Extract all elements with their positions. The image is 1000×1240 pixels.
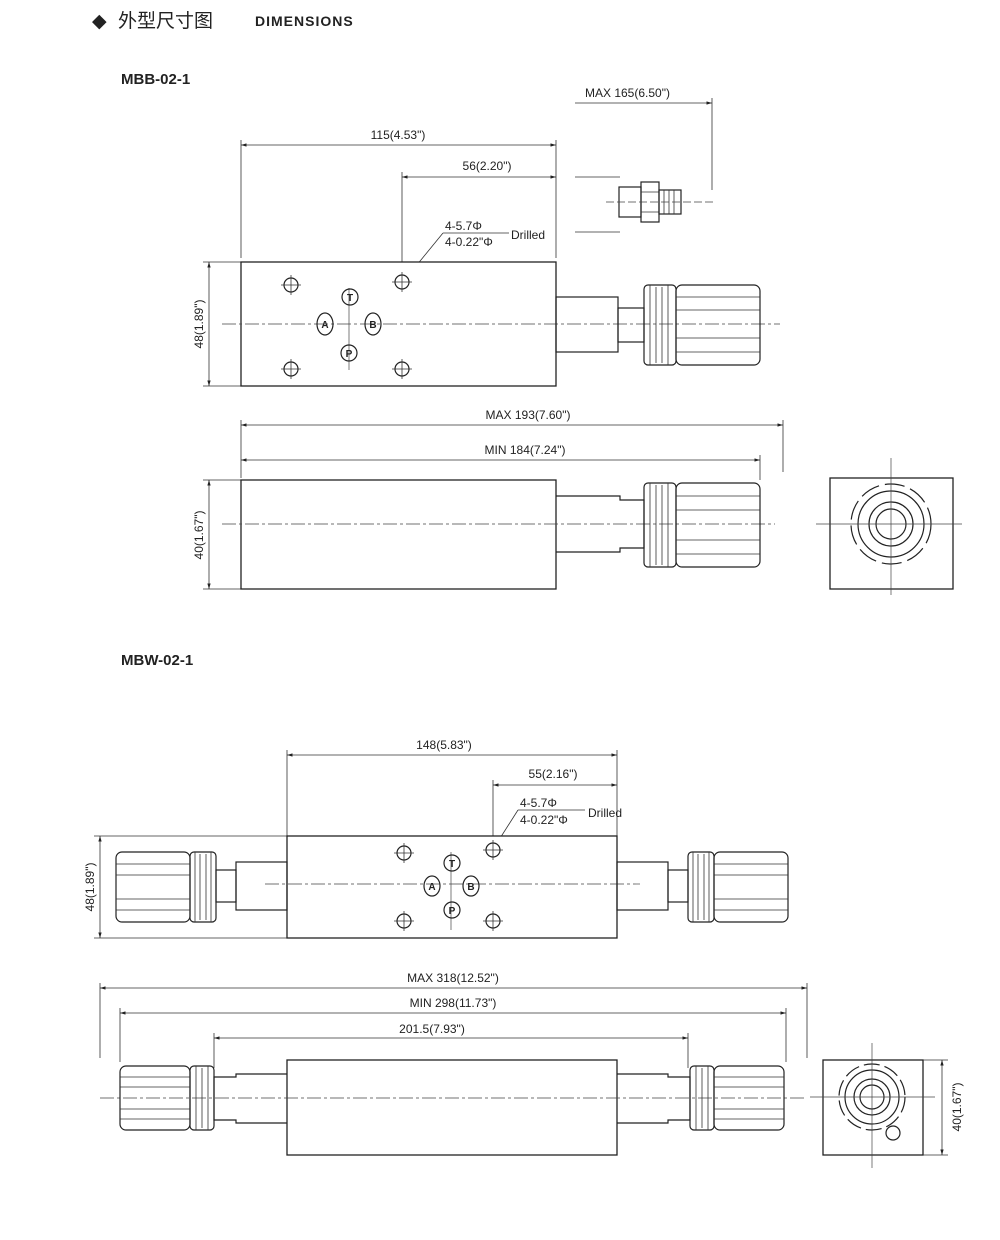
mbb-side-view-body — [240, 479, 557, 590]
mbw-dim-48: 48(1.89") — [83, 863, 97, 912]
mbw-port-b: B — [467, 882, 474, 893]
mbw-side-left-adjuster — [119, 1065, 287, 1131]
mbb-port-b: B — [369, 320, 376, 331]
mbw-dim-201-5: 201.5(7.93") — [399, 1022, 465, 1036]
mbb-end-view — [816, 458, 962, 595]
mbb-dim-max165: MAX 165(6.50") — [585, 86, 670, 100]
mbw-top-right-adjuster — [616, 851, 789, 923]
mbb-dim-48: 48(1.89") — [192, 300, 206, 349]
header: ◆ 外型尺寸图 DIMENSIONS — [92, 10, 354, 32]
mbw-dim-40: 40(1.67") — [950, 1083, 964, 1132]
mbw-top-left-adjuster — [115, 851, 288, 923]
mbb-hole-note-b: 4-0.22"Φ — [445, 235, 493, 249]
mbb-dim-max193: MAX 193(7.60") — [486, 408, 571, 422]
header-bullet: ◆ — [92, 11, 107, 32]
mbw-ports: T A B P — [423, 854, 480, 919]
header-title-en: DIMENSIONS — [255, 13, 354, 29]
mbb-dim-115: 115(4.53") — [371, 128, 426, 142]
mbb-hole-note-a: 4-5.7Φ — [445, 219, 482, 233]
mbb-model-label: MBB-02-1 — [121, 71, 190, 88]
mbw-hole-note-a: 4-5.7Φ — [520, 796, 557, 810]
mbw-section: MBW-02-1 148(5.83") 55(2.16") 4-5.7Φ 4-0… — [83, 652, 964, 1168]
mbw-dim-148: 148(5.83") — [416, 738, 472, 752]
mbb-top-adjuster — [555, 284, 761, 366]
mbw-top-view-body — [286, 835, 618, 939]
mbb-mounting-holes — [281, 272, 412, 379]
mbw-dim-max318: MAX 318(12.52") — [407, 971, 499, 985]
mbw-port-t: T — [449, 859, 455, 870]
mbb-side-adjuster — [556, 482, 761, 568]
mbb-adjuster-detail — [575, 176, 716, 233]
mbb-section: MBB-02-1 115(4.53") 56(2.20") MAX 165(6.… — [121, 71, 962, 595]
mbw-port-a: A — [428, 882, 435, 893]
mbw-model-label: MBW-02-1 — [121, 652, 193, 669]
mbw-side-view-body — [286, 1059, 618, 1156]
mbb-dim-56: 56(2.20") — [463, 159, 512, 173]
mbw-side-right-adjuster — [617, 1065, 785, 1131]
mbb-port-p: P — [346, 349, 353, 360]
mbw-end-view: 40(1.67") — [810, 1043, 964, 1168]
mbw-mounting-holes — [394, 840, 503, 931]
mbw-port-p: P — [449, 906, 456, 917]
mbb-port-t: T — [347, 293, 353, 304]
mbw-drilled-note: Drilled — [588, 806, 622, 820]
mbb-port-a: A — [321, 320, 328, 331]
mbw-hole-note-b: 4-0.22"Φ — [520, 813, 568, 827]
header-title-cn: 外型尺寸图 — [118, 10, 213, 32]
mbw-dim-min298: MIN 298(11.73") — [410, 996, 497, 1010]
mbb-drilled-note: Drilled — [511, 228, 545, 242]
mbb-dim-min184: MIN 184(7.24") — [485, 443, 566, 457]
mbb-ports: T A B P — [316, 288, 382, 362]
mbb-dim-40: 40(1.67") — [192, 511, 206, 560]
mbw-dim-55: 55(2.16") — [529, 767, 578, 781]
